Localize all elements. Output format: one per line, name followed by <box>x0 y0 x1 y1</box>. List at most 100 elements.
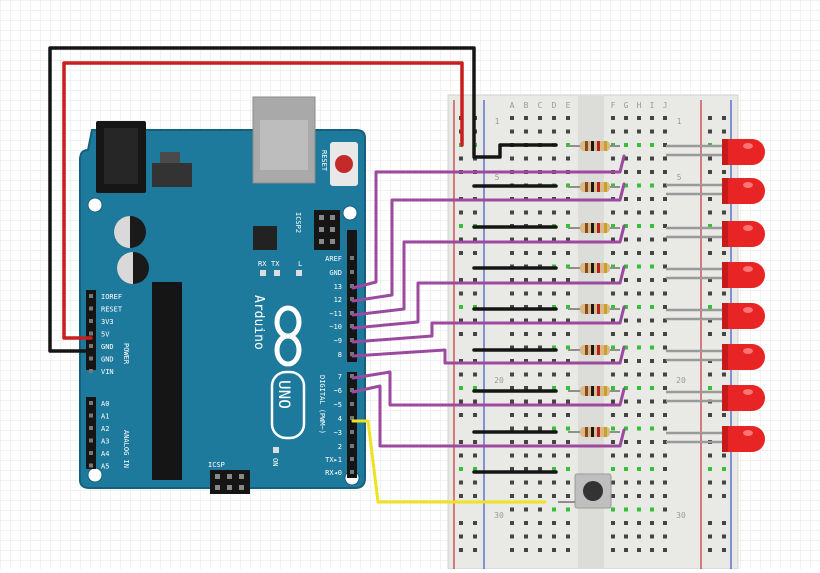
rail-hole <box>473 534 477 539</box>
breadboard-hole <box>566 386 570 390</box>
breadboard-hole <box>611 345 615 350</box>
arduino-name: Arduino <box>251 295 266 350</box>
arduino-infinity-logo <box>274 305 302 367</box>
digital-pin <box>350 324 354 328</box>
breadboard-hole <box>650 332 654 336</box>
resistor-band <box>604 263 607 273</box>
digital-pin <box>350 352 354 356</box>
resistor-band <box>604 182 607 192</box>
resistor-band <box>591 386 594 396</box>
breadboard-hole <box>637 507 641 512</box>
breadboard-hole <box>566 224 570 228</box>
breadboard-hole <box>637 440 641 444</box>
rail-hole <box>708 251 712 255</box>
breadboard-hole <box>637 345 641 350</box>
breadboard-hole <box>524 507 528 512</box>
rail-hole <box>722 480 726 485</box>
breadboard-hole <box>510 345 514 350</box>
rail-hole <box>708 291 712 296</box>
digital-pin-label: 4 <box>338 415 342 423</box>
digital-pin-label: RX◂0 <box>325 469 342 477</box>
led-rim <box>722 303 730 329</box>
wires <box>48 46 626 504</box>
rail-hole <box>722 413 726 417</box>
rail-hole <box>708 156 712 161</box>
digital-pin-label: AREF <box>325 255 342 263</box>
breadboard-hole <box>650 237 654 242</box>
resistor-band <box>597 386 600 396</box>
breadboard-hole <box>663 305 667 309</box>
rail-hole <box>473 372 477 377</box>
usb-chip <box>253 226 277 250</box>
breadboard-hole <box>524 453 528 458</box>
digital-pin <box>350 402 354 406</box>
breadboard-hole <box>552 494 556 498</box>
rail-hole <box>459 521 463 525</box>
breadboard-hole <box>624 210 628 215</box>
breadboard-hole <box>524 332 528 336</box>
rail-hole <box>708 305 712 309</box>
breadboard-hole <box>650 345 654 350</box>
breadboard-hole <box>650 170 654 174</box>
breadboard-hole <box>538 129 542 134</box>
rail-hole <box>473 359 477 363</box>
led <box>728 262 765 288</box>
rail-hole <box>459 156 463 161</box>
led-highlight <box>743 225 753 231</box>
breadboard-hole <box>624 521 628 525</box>
breadboard-hole <box>663 278 667 282</box>
resistor-band <box>585 386 588 396</box>
digital-pin-label: GND <box>329 269 342 277</box>
rail-hole <box>473 440 477 444</box>
analog-pin-label: A0 <box>101 400 109 408</box>
resistor-band <box>585 263 588 273</box>
resistor-band <box>591 182 594 192</box>
breadboard-hole <box>510 521 514 525</box>
digital-pin-label: 13 <box>334 283 342 291</box>
wire-signal-purple <box>351 154 626 290</box>
breadboard-hole <box>566 251 570 255</box>
breadboard-hole <box>510 156 514 161</box>
breadboard-hole <box>650 278 654 282</box>
breadboard-hole <box>663 521 667 525</box>
led-highlight <box>743 430 753 436</box>
digital-pin <box>350 470 354 474</box>
rail-hole <box>473 251 477 255</box>
breadboard-hole <box>663 399 667 404</box>
digital-pin <box>350 374 354 378</box>
rail-hole <box>459 332 463 336</box>
breadboard-hole <box>663 534 667 539</box>
breadboard-hole <box>510 413 514 417</box>
breadboard-hole <box>524 480 528 485</box>
breadboard-hole <box>624 494 628 498</box>
breadboard-hole <box>650 521 654 525</box>
on-label: ON <box>271 458 279 466</box>
rail-hole <box>708 224 712 228</box>
rail-hole <box>722 534 726 539</box>
breadboard-hole <box>663 237 667 242</box>
breadboard-hole <box>637 399 641 404</box>
tx-label: TX <box>271 260 280 268</box>
breadboard-hole <box>524 359 528 363</box>
breadboard-hole <box>650 467 654 471</box>
breadboard-hole <box>650 251 654 255</box>
rail-hole <box>459 372 463 377</box>
led-rim <box>722 221 730 247</box>
breadboard-hole <box>663 453 667 458</box>
breadboard-hole <box>510 237 514 242</box>
breadboard-hole <box>510 116 514 120</box>
breadboard-hole <box>611 426 615 431</box>
resistor-band <box>585 182 588 192</box>
rail-hole <box>473 278 477 282</box>
breadboard-hole <box>663 440 667 444</box>
breadboard-hole <box>524 548 528 552</box>
led-highlight <box>743 143 753 149</box>
rail-hole <box>473 494 477 498</box>
power-pin-label: GND <box>101 356 114 364</box>
rail-hole <box>473 210 477 215</box>
breadboard-hole <box>663 332 667 336</box>
breadboard-hole <box>611 521 615 525</box>
breadboard-hole <box>624 480 628 485</box>
rail-hole <box>708 494 712 498</box>
breadboard-hole <box>650 359 654 363</box>
